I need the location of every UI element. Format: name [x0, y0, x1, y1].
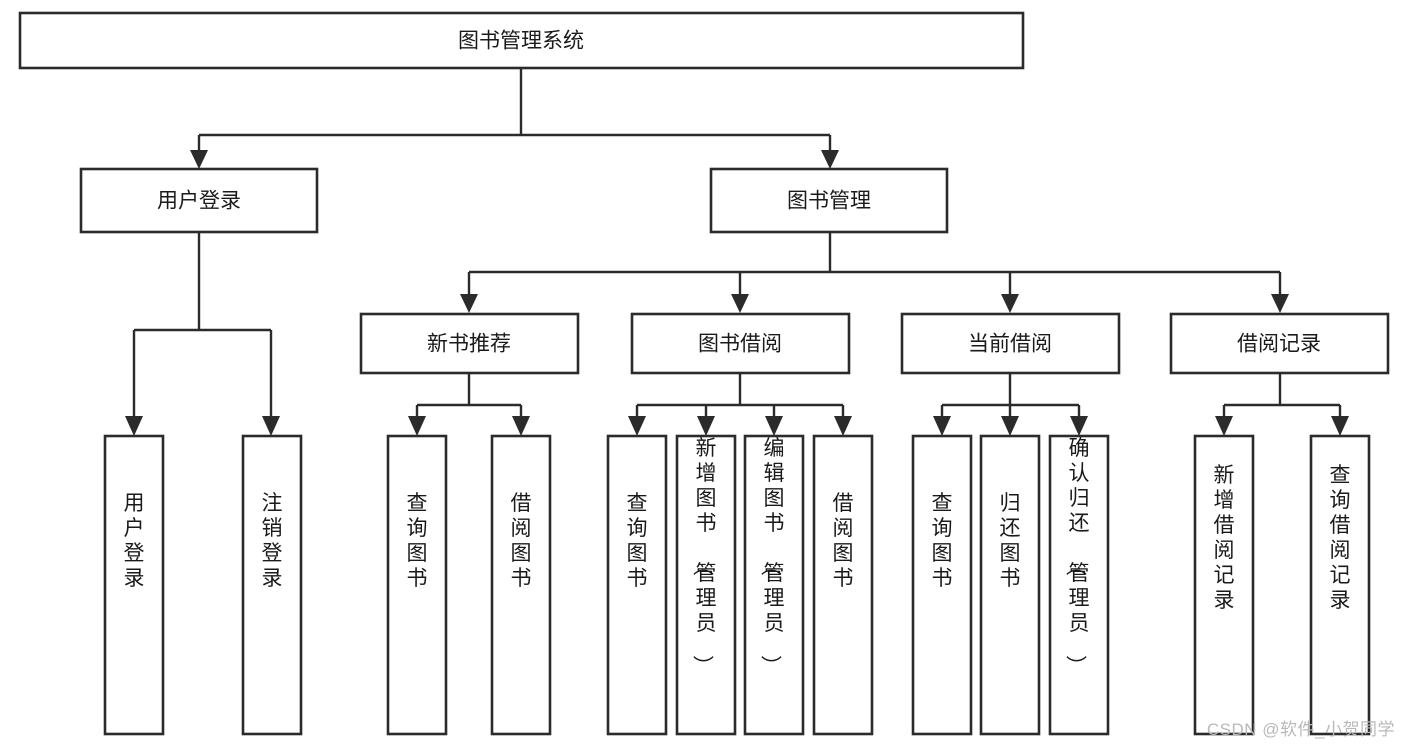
arrowhead-leaf-confirm-return	[1070, 416, 1088, 436]
leaf-query-book-2-box[interactable]	[606, 434, 668, 736]
node-current-borrow-box[interactable]	[900, 312, 1121, 375]
node-borrow-record-box[interactable]	[1169, 312, 1390, 375]
leaf-borrow-book-1-label: 借阅图书	[511, 492, 532, 590]
leaf-borrow-book-2-box[interactable]	[812, 434, 874, 736]
connector-group-current-borrow-to-leaves	[933, 373, 1088, 436]
arrowhead-leaf-query-book-2	[628, 416, 646, 436]
node-book-manage-box[interactable]	[709, 167, 949, 234]
arrowhead-leaf-edit-book	[765, 416, 783, 436]
arrowhead-leaf-return-book	[1001, 416, 1019, 436]
leaf-query-book-3-box[interactable]	[911, 434, 973, 736]
leaf-query-book-2-label: 查询图书	[627, 492, 648, 590]
arrowhead-book-borrow	[731, 294, 749, 313]
connector-group-book-borrow-to-leaves	[628, 373, 852, 436]
leaf-query-record[interactable]: 查询借阅记录	[1309, 434, 1371, 736]
leaf-edit-book-label: 编辑图书（管理员）	[759, 437, 785, 676]
leaf-confirm-return-box[interactable]	[1048, 434, 1110, 736]
arrowhead-leaf-borrow-book-1	[512, 416, 530, 436]
leaf-return-book-label: 归还图书	[1000, 492, 1021, 590]
leaf-add-book[interactable]: 新增图书（管理员）	[675, 434, 737, 736]
csdn-watermark: CSDN @软件_小贺同学	[1206, 720, 1395, 739]
node-book-manage[interactable]: 图书管理	[709, 167, 949, 234]
arrowhead-leaf-user-login	[125, 416, 143, 436]
node-new-book-recommend-box[interactable]	[359, 312, 580, 375]
leaf-logout-login[interactable]: 注销登录	[241, 434, 303, 736]
connector-group-book-manage-to-level3	[460, 232, 1289, 313]
arrowhead-leaf-query-book-1	[408, 416, 426, 436]
node-book-borrow-box[interactable]	[630, 312, 851, 375]
leaf-user-login-label: 用户登录	[124, 492, 145, 590]
node-borrow-record[interactable]: 借阅记录	[1169, 312, 1390, 375]
leaf-edit-book[interactable]: 编辑图书（管理员）	[743, 434, 805, 736]
arrowhead-leaf-add-book	[697, 416, 715, 436]
node-new-book-recommend[interactable]: 新书推荐	[359, 312, 580, 375]
leaf-query-book-1-box[interactable]	[386, 434, 448, 736]
leaf-add-record[interactable]: 新增借阅记录	[1193, 434, 1255, 736]
node-root[interactable]: 图书管理系统	[18, 11, 1025, 70]
leaf-user-login-box[interactable]	[103, 434, 165, 736]
node-current-borrow[interactable]: 当前借阅	[900, 312, 1121, 375]
arrowhead-leaf-add-record	[1215, 416, 1233, 436]
leaf-borrow-book-2[interactable]: 借阅图书	[812, 434, 874, 736]
leaf-add-book-label: 新增图书（管理员）	[691, 437, 717, 676]
node-root-box[interactable]	[18, 11, 1025, 70]
node-book-borrow[interactable]: 图书借阅	[630, 312, 851, 375]
node-new-book-recommend-label: 新书推荐	[427, 333, 511, 356]
node-user-login-label: 用户登录	[157, 190, 241, 213]
leaf-logout-login-label: 注销登录	[262, 492, 283, 590]
leaf-add-book-box[interactable]	[675, 434, 737, 736]
connector-group-new-book-recommend-to-leaves	[408, 373, 530, 436]
leaf-user-login[interactable]: 用户登录	[103, 434, 165, 736]
arrowhead-borrow-record	[1271, 294, 1289, 313]
node-user-login-box[interactable]	[79, 167, 319, 234]
node-book-borrow-label: 图书借阅	[698, 333, 782, 356]
leaf-add-record-label: 新增借阅记录	[1214, 464, 1235, 612]
leaf-confirm-return[interactable]: 确认归还（管理员）	[1048, 434, 1110, 736]
leaf-query-record-label: 查询借阅记录	[1330, 464, 1351, 612]
leaf-borrow-book-2-label: 借阅图书	[833, 492, 854, 590]
leaf-logout-login-box[interactable]	[241, 434, 303, 736]
leaf-query-record-box[interactable]	[1309, 434, 1371, 736]
leaf-borrow-book-1-box[interactable]	[490, 434, 552, 736]
arrowhead-book-manage	[821, 150, 839, 169]
node-root-label: 图书管理系统	[458, 30, 584, 53]
node-borrow-record-label: 借阅记录	[1237, 333, 1321, 356]
leaf-query-book-3-label: 查询图书	[932, 492, 953, 590]
leaf-query-book-3[interactable]: 查询图书	[911, 434, 973, 736]
arrowhead-leaf-query-book-3	[933, 416, 951, 436]
connector-group-user-login-to-leaves	[125, 232, 280, 436]
node-current-borrow-label: 当前借阅	[968, 333, 1052, 356]
leaf-confirm-return-label: 确认归还（管理员）	[1064, 437, 1090, 676]
leaf-add-record-box[interactable]	[1193, 434, 1255, 736]
leaf-query-book-2[interactable]: 查询图书	[606, 434, 668, 736]
leaf-borrow-book-1[interactable]: 借阅图书	[490, 434, 552, 736]
leaf-query-book-1-label: 查询图书	[407, 492, 428, 590]
leaf-edit-book-box[interactable]	[743, 434, 805, 736]
node-user-login[interactable]: 用户登录	[79, 167, 319, 234]
node-book-manage-label: 图书管理	[787, 190, 871, 213]
arrowhead-current-borrow	[1001, 294, 1019, 313]
arrowhead-new-book-recommend	[460, 294, 478, 313]
arrowhead-user-login	[190, 150, 208, 169]
connector-group-borrow-record-to-leaves	[1215, 373, 1349, 436]
leaf-return-book-box[interactable]	[979, 434, 1041, 736]
arrowhead-leaf-logout-login	[262, 416, 280, 436]
leaf-query-book-1[interactable]: 查询图书	[386, 434, 448, 736]
arrowhead-leaf-query-record	[1331, 416, 1349, 436]
arrowhead-leaf-borrow-book-2	[834, 416, 852, 436]
leaf-return-book[interactable]: 归还图书	[979, 434, 1041, 736]
connector-group-root-to-level2	[190, 68, 839, 169]
